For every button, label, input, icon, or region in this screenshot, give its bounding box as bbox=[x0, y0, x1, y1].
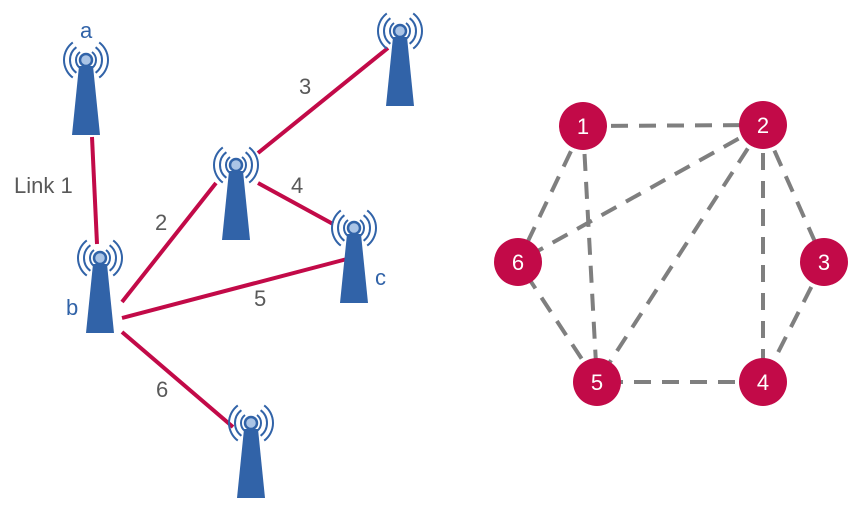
conflict-node-label: 1 bbox=[577, 114, 589, 139]
conflict-node-2: 2 bbox=[739, 101, 787, 149]
link-line-6 bbox=[120, 330, 235, 429]
tower-label-c: c bbox=[375, 265, 386, 290]
conflict-node-3: 3 bbox=[800, 238, 848, 286]
t-a-tower-icon bbox=[63, 41, 109, 135]
t-bottom-tower-icon bbox=[228, 404, 274, 498]
conflict-node-5: 5 bbox=[573, 358, 621, 406]
conflict-node-4: 4 bbox=[739, 358, 787, 406]
tower-label-b: b bbox=[66, 295, 78, 320]
link-label-1: Link 1 bbox=[14, 173, 73, 198]
link-line-3 bbox=[256, 46, 390, 155]
conflict-graph: 1 2 3 4 5 6 bbox=[494, 101, 848, 406]
conflict-node-label: 6 bbox=[512, 250, 524, 275]
conflict-node-label: 2 bbox=[757, 113, 769, 138]
conflict-node-6: 6 bbox=[494, 238, 542, 286]
conflict-node-label: 3 bbox=[818, 250, 830, 275]
t-b-tower-icon bbox=[77, 239, 123, 333]
link-label-6: 6 bbox=[156, 377, 168, 402]
link-label-3: 3 bbox=[299, 74, 311, 99]
conflict-edge-1-2 bbox=[582, 123, 764, 128]
link-line-1 bbox=[90, 136, 99, 245]
t-mid-tower-icon bbox=[213, 146, 259, 240]
conflict-edge-2-3 bbox=[761, 124, 826, 263]
conflict-node-1: 1 bbox=[559, 102, 607, 150]
link-line-5 bbox=[121, 257, 348, 320]
link-line-4 bbox=[257, 181, 334, 226]
conflict-edge-2-5 bbox=[595, 123, 765, 384]
wireless-network-diagram: Link 1 2 3 4 5 6 a b c bbox=[14, 12, 423, 498]
tower-label-a: a bbox=[80, 18, 93, 43]
conflict-edge-2-6 bbox=[517, 123, 764, 264]
t-c-tower-icon bbox=[331, 209, 377, 303]
conflict-edge-1-6 bbox=[516, 125, 585, 263]
link-label-4: 4 bbox=[291, 173, 303, 198]
conflict-node-label: 5 bbox=[591, 370, 603, 395]
conflict-node-label: 4 bbox=[757, 370, 769, 395]
link-line-2 bbox=[120, 181, 218, 304]
link-label-5: 5 bbox=[254, 286, 266, 311]
conflict-edge-1-5 bbox=[581, 125, 599, 383]
t-top-tower-icon bbox=[377, 12, 423, 106]
link-label-2: 2 bbox=[155, 210, 167, 235]
